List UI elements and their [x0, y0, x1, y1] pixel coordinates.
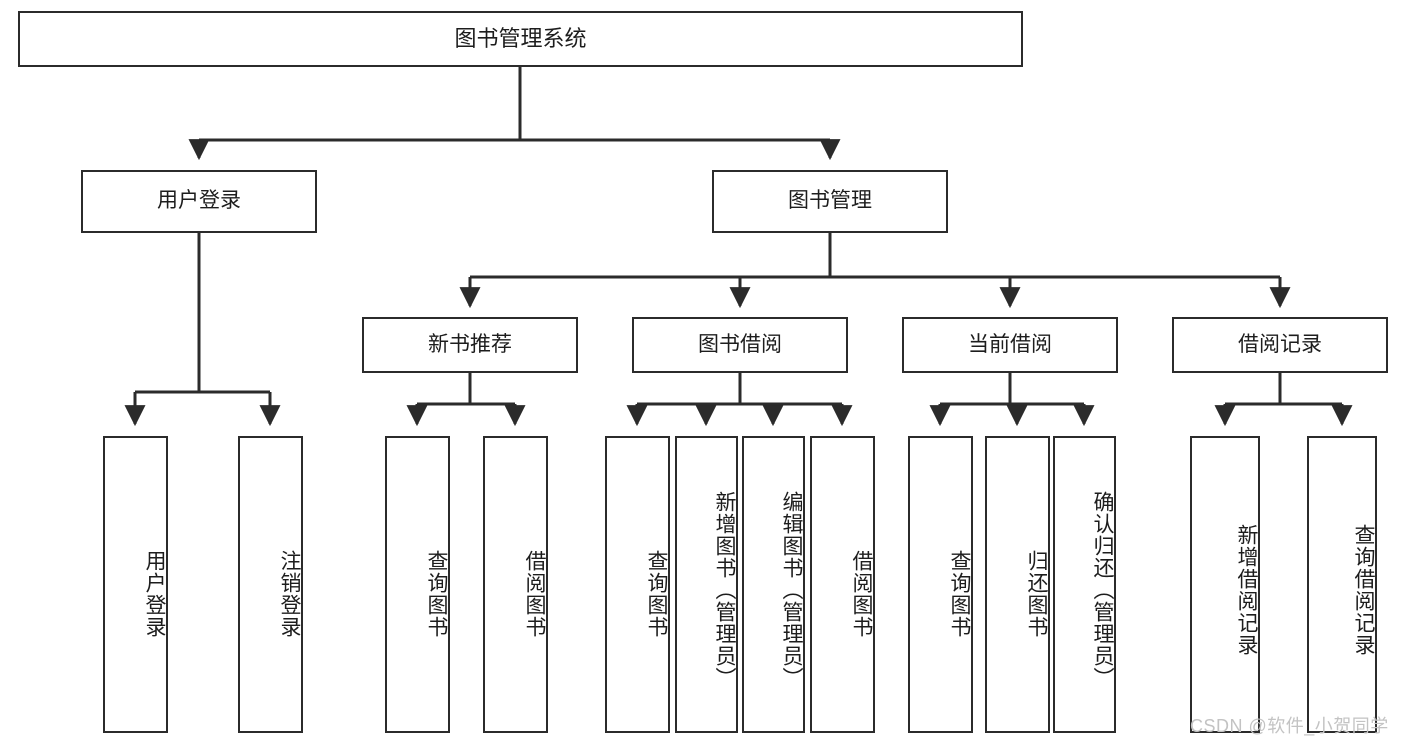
leaf-query-borrow-record[interactable]: 查询借阅记录 — [1307, 436, 1377, 733]
leaf-query-book-borrow[interactable]: 查询图书 — [605, 436, 670, 733]
node-root-system[interactable]: 图书管理系统 — [18, 11, 1023, 67]
node-new-book-recommend[interactable]: 新书推荐 — [362, 317, 578, 373]
leaf-borrow-book[interactable]: 借阅图书 — [810, 436, 875, 733]
leaf-edit-book-admin[interactable]: 编辑图书（管理员） — [742, 436, 805, 733]
leaf-add-book-admin[interactable]: 新增图书（管理员） — [675, 436, 738, 733]
leaf-add-borrow-record[interactable]: 新增借阅记录 — [1190, 436, 1260, 733]
node-book-management[interactable]: 图书管理 — [712, 170, 948, 233]
node-current-borrow[interactable]: 当前借阅 — [902, 317, 1118, 373]
node-user-login[interactable]: 用户登录 — [81, 170, 317, 233]
leaf-logout[interactable]: 注销登录 — [238, 436, 303, 733]
leaf-borrow-book-newbook[interactable]: 借阅图书 — [483, 436, 548, 733]
leaf-confirm-return-admin[interactable]: 确认归还（管理员） — [1053, 436, 1116, 733]
node-book-borrow[interactable]: 图书借阅 — [632, 317, 848, 373]
leaf-return-book[interactable]: 归还图书 — [985, 436, 1050, 733]
leaf-user-login[interactable]: 用户登录 — [103, 436, 168, 733]
leaf-query-book-current[interactable]: 查询图书 — [908, 436, 973, 733]
csdn-watermark: CSDN @软件_小贺同学 — [1190, 716, 1389, 736]
leaf-query-book-newbook[interactable]: 查询图书 — [385, 436, 450, 733]
node-borrow-record[interactable]: 借阅记录 — [1172, 317, 1388, 373]
